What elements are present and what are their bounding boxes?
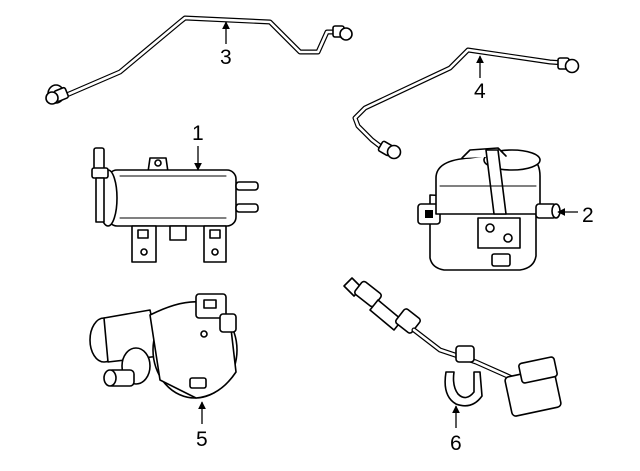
- callout-5: 5: [196, 401, 208, 451]
- part-5-valve[interactable]: [89, 293, 238, 399]
- callout-2: 2: [557, 204, 594, 227]
- svg-text:5: 5: [196, 428, 208, 451]
- part-6-sensor-clip[interactable]: [343, 277, 562, 417]
- svg-text:2: 2: [582, 204, 594, 227]
- callout-4: 4: [474, 55, 486, 103]
- part-3-vapor-hose[interactable]: [45, 15, 353, 105]
- callout-6: 6: [450, 405, 462, 455]
- callout-1: 1: [192, 122, 204, 171]
- callout-3: 3: [220, 21, 232, 69]
- svg-text:1: 1: [192, 122, 204, 145]
- part-1-vapor-canister[interactable]: [91, 147, 259, 263]
- part-2-purge-valve[interactable]: [417, 147, 561, 271]
- svg-text:3: 3: [220, 46, 232, 69]
- svg-text:6: 6: [450, 432, 462, 455]
- svg-text:4: 4: [474, 80, 486, 103]
- part-4-vapor-hose[interactable]: [352, 47, 580, 160]
